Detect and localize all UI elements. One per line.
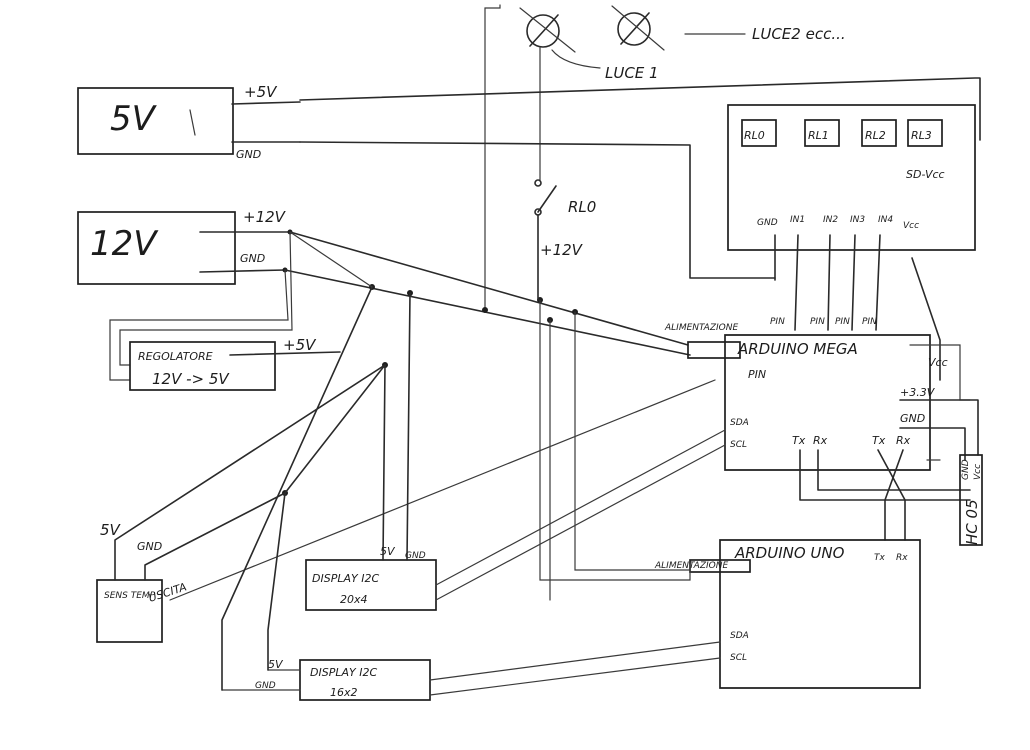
lamp1-arrow <box>551 49 601 69</box>
relay-label-1: RL1 <box>808 129 829 142</box>
relay-pin-gnd: GND <box>757 218 778 228</box>
mega-rx2: Rx <box>896 434 911 447</box>
relay-label-3: RL3 <box>911 129 932 142</box>
display20-5v: 5V <box>380 545 396 558</box>
display20-name: DISPLAY I2C <box>312 572 379 585</box>
sensor-out: USCITA <box>147 580 188 604</box>
supply-12v-label: 12V <box>90 224 159 264</box>
uno-rx: Rx <box>896 553 908 563</box>
relay-boxes <box>741 119 943 147</box>
mega-pin-d: PIN <box>862 317 877 327</box>
sensor-5v: 5V <box>100 521 122 539</box>
relay-pin-vcc: Vcc <box>903 221 919 231</box>
uno-title: ARDUINO UNO <box>734 544 845 562</box>
hc05-vcc: Vcc <box>973 464 983 480</box>
mega-title: ARDUINO MEGA <box>737 340 858 358</box>
arduino-mega <box>724 334 931 471</box>
sensor-name: SENS TEMP <box>104 591 156 601</box>
display20-gnd: GND <box>405 551 426 561</box>
supply-5v-label: 5V <box>110 99 158 139</box>
lamp-1 <box>519 7 576 53</box>
lamp-2 <box>611 5 665 51</box>
lamp2-label: LUCE2 ecc... <box>752 25 846 43</box>
mega-pin-in: PIN <box>748 368 766 381</box>
relay-label-2: RL2 <box>865 129 886 142</box>
uno-sda: SDA <box>730 631 749 641</box>
relay-label-0: RL0 <box>744 129 765 142</box>
hc05-name: HC 05 <box>963 499 981 545</box>
supply-12v <box>77 211 236 285</box>
relay-switch-name: RL0 <box>568 198 596 216</box>
mega-power-label: ALIMENTAZIONE <box>664 323 738 333</box>
display16-gnd: GND <box>255 681 276 691</box>
supply-12v-pos: +12V <box>243 208 287 226</box>
temp-sensor <box>96 579 163 643</box>
mega-gnd: GND <box>900 412 925 425</box>
mega-sda: SDA <box>730 418 749 428</box>
lamp1-label: LUCE 1 <box>605 64 659 82</box>
sensor-gnd: GND <box>137 540 162 553</box>
mega-tx2: Tx <box>872 434 886 447</box>
uno-tx: Tx <box>874 553 885 563</box>
mega-vcc: Vcc <box>928 356 948 369</box>
display16-5v: 5V <box>268 658 284 671</box>
mega-tx1: Tx <box>792 434 806 447</box>
supply-5v-gnd: GND <box>236 148 261 161</box>
mega-power-jack <box>687 341 741 359</box>
uno-power-label: ALIMENTAZIONE <box>654 561 728 571</box>
relay-switch-supply: +12V <box>540 241 584 259</box>
relay-pin-in1: IN1 <box>790 215 805 225</box>
regulator <box>129 341 276 391</box>
relay-pin-in2: IN2 <box>823 215 838 225</box>
display20-size: 20x4 <box>340 593 368 606</box>
display16-name: DISPLAY I2C <box>310 666 377 679</box>
supply-5v <box>77 87 234 155</box>
regulator-desc: 12V -> 5V <box>152 370 230 388</box>
mega-pin-c: PIN <box>835 317 850 327</box>
supply-5v-pos: +5V <box>244 83 278 101</box>
regulator-title: REGOLATORE <box>138 350 213 363</box>
mega-rx1: Rx <box>813 434 828 447</box>
hc05-gnd: GND <box>961 459 971 480</box>
hc05-module <box>959 454 983 546</box>
uno-scl: SCL <box>730 653 747 663</box>
mega-pin-b: PIN <box>810 317 825 327</box>
relay-pin-in4: IN4 <box>878 215 893 225</box>
relay-pin-in3: IN3 <box>850 215 865 225</box>
display-20x4 <box>305 559 437 611</box>
arduino-uno <box>719 539 921 689</box>
display16-size: 16x2 <box>330 686 358 699</box>
mega-3v3: +3.3V <box>900 386 936 399</box>
mega-pin-a: PIN <box>770 317 785 327</box>
supply-12v-gnd: GND <box>240 252 265 265</box>
relay-board <box>727 104 976 251</box>
relay-switch-rl0 <box>534 179 557 301</box>
mega-scl: SCL <box>730 440 747 450</box>
regulator-out: +5V <box>283 336 317 354</box>
relay-sd-vcc: SD-Vcc <box>906 168 945 181</box>
